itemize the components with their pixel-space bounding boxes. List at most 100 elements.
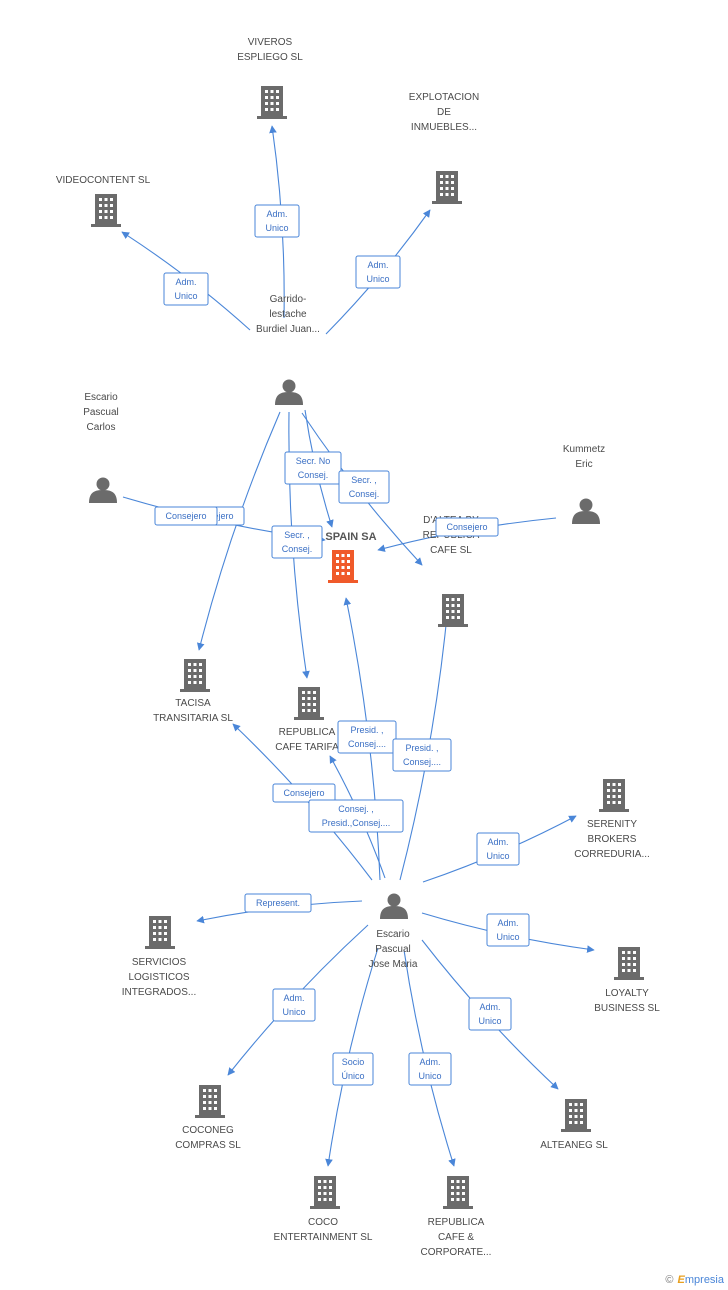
edge-label-box [355,255,401,289]
node-rep_tarifa[interactable]: REPUBLICA CAFE TARIFA [275,687,339,753]
node-label: SERVICIOS [132,957,187,968]
edge-label-text: Consej. [349,489,380,499]
edge-label-text: Adm. [497,918,518,928]
edge-label-text: Unico [265,223,288,233]
edge-label-text: Presid. , [405,743,438,753]
edge-garrido-to-tacisa [196,411,281,651]
brand-watermark: ©Empresia [665,1274,724,1286]
edge-label-garrido-viveros: Adm.Unico [254,204,300,238]
edge-label-box [338,470,390,504]
edge-label-garrido-videocontent: Adm. Unico [163,272,209,306]
edge-label-text: Adm. [367,260,388,270]
node-label: Escario [84,392,118,403]
person-icon [275,379,303,405]
edge-label-text: Adm. [419,1057,440,1067]
node-label: VIVEROS [248,37,293,48]
edge-label-box [435,517,499,537]
node-label: Pascual [375,944,411,955]
edge-label-text: Socio [342,1057,365,1067]
edge-label-text: Unico [366,274,389,284]
node-label: COCONEG [182,1125,234,1136]
node-label: TRANSITARIA SL [153,713,233,724]
edge-label-garrido-daltea: Secr. ,Consej. [338,470,390,504]
edge-label-text: Represent. [256,898,300,908]
edge-label-text: Unico [174,291,197,301]
building-icon [310,1176,340,1209]
node-serenity[interactable]: SERENITYBROKERSCORREDURIA... [574,779,650,860]
person-icon [89,477,117,503]
building-icon [294,687,324,720]
edge-label-box [308,799,404,833]
node-label: Escario [376,929,410,940]
node-label: Eric [575,459,592,470]
building-icon [328,550,358,583]
building-icon [432,171,462,204]
edge-label-escario_jose-alteaneg: Adm. Unico [468,997,512,1031]
edge-label-escario_jose-rep_tarifa: Consej. ,Presid.,Consej.... [308,799,404,833]
edge-label-box [337,720,397,754]
edge-label-text: Consej. [282,544,313,554]
node-label: VIDEOCONTENT SL [56,175,151,186]
edge-label-box [272,988,316,1022]
node-label: REPUBLICA [279,727,336,738]
edge-label-kummetz-spain: Consejero [435,517,499,537]
edge-label-garrido-explotacion: Adm. Unico [355,255,401,289]
node-label: Pascual [83,407,119,418]
node-label: Jose Maria [369,959,418,970]
node-alteaneg[interactable]: ALTEANEG SL [540,1099,608,1151]
node-label: DE [437,107,451,118]
edge-label-text: Adm. [175,277,196,287]
edge-label-box [254,204,300,238]
node-label: Burdiel Juan... [256,324,320,335]
node-label: CORREDURIA... [574,849,650,860]
edge-label-escario_jose-spain: Presid. , Consej.... [337,720,397,754]
edge-label-text: Adm. [283,993,304,1003]
copyright-symbol: © [665,1274,674,1286]
edge-label-escario_jose-loyalty: Adm.Unico [486,913,530,947]
node-label: CAFE TARIFA [275,742,339,753]
edge-label-text: Unico [478,1016,501,1026]
edge-label-escario_jose-daltea: Presid. ,Consej.... [392,738,452,772]
building-icon [195,1085,225,1118]
edge-label-text: Secr. , [284,530,310,540]
building-icon [257,86,287,119]
edge-label-text: Consejero [446,522,487,532]
edge-label-escario_jose-rep_corporate: Adm.Unico [408,1052,452,1086]
edge-label-box [244,893,312,913]
node-label: REPUBLICA [428,1217,485,1228]
node-label: CORPORATE... [421,1247,492,1258]
node-label: Kummetz [563,444,605,455]
node-label: Carlos [87,422,116,433]
edge-label-text: Presid. , [350,725,383,735]
edge-label-box [271,525,323,559]
edge-label-escario_jose-servicios: Represent. [244,893,312,913]
building-icon [614,947,644,980]
node-videocontent[interactable]: VIDEOCONTENT SL [56,175,151,227]
node-loyalty[interactable]: LOYALTY BUSINESS SL [594,947,660,1014]
edge-label-text: Adm. [479,1002,500,1012]
edge-label-text: Unico [282,1007,305,1017]
edge-label-text: Consej.... [348,739,386,749]
node-explotacion[interactable]: EXPLOTACIONDEINMUEBLES... [409,92,479,204]
edge-label-box [154,506,218,526]
edge-label-escario_jose-serenity: Adm.Unico [476,832,520,866]
node-label: LOGISTICOS [128,972,189,983]
node-label: LOYALTY [605,988,649,999]
node-servicios[interactable]: SERVICIOSLOGISTICOSINTEGRADOS... [122,916,196,998]
node-label: BUSINESS SL [594,1003,660,1014]
node-label: ALTEANEG SL [540,1140,608,1151]
building-icon [145,916,175,949]
edge-label-text: Consej. [298,470,329,480]
node-spain[interactable]: SPAIN SA [325,531,377,583]
edge-label-box [468,997,512,1031]
